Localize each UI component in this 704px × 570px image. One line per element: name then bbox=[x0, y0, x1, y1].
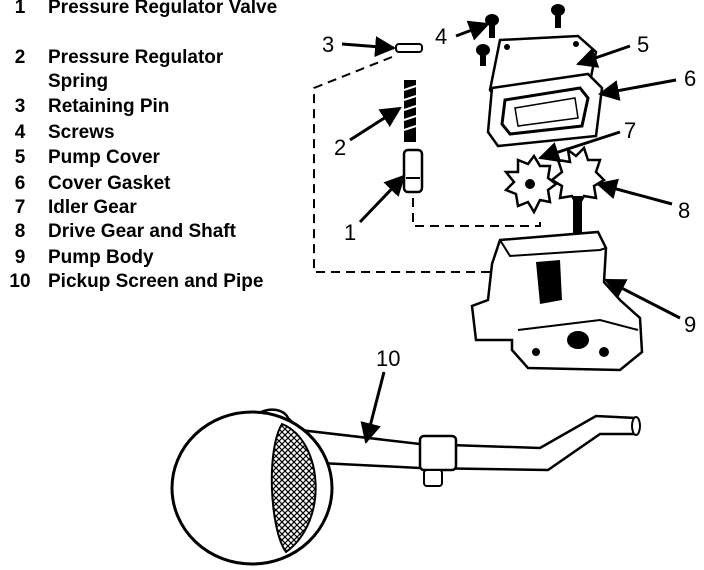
callout-5: 5 bbox=[637, 32, 649, 57]
legend-number: 8 bbox=[14, 221, 26, 242]
legend-number: 4 bbox=[14, 122, 26, 143]
callout-8: 8 bbox=[678, 198, 690, 223]
callout-4: 4 bbox=[435, 24, 447, 49]
pressure-regulator-valve bbox=[402, 148, 424, 194]
cover-gasket bbox=[486, 72, 604, 148]
legend-label: Pressure Regulator Spring bbox=[48, 47, 224, 92]
drive-gear-and-shaft bbox=[549, 145, 607, 236]
callout-6: 6 bbox=[684, 66, 696, 91]
retaining-pin bbox=[395, 43, 423, 53]
legend-number: 9 bbox=[14, 247, 26, 268]
idler-gear bbox=[503, 153, 559, 215]
legend-number: 6 bbox=[14, 173, 26, 194]
legend-label: Pump Cover bbox=[48, 147, 160, 168]
legend-label: Screws bbox=[48, 122, 115, 143]
callout-7: 7 bbox=[624, 118, 636, 143]
callout-1: 1 bbox=[344, 220, 356, 245]
pump-body bbox=[470, 230, 644, 372]
legend-label: Retaining Pin bbox=[48, 96, 170, 117]
legend-label: Drive Gear and Shaft bbox=[48, 221, 236, 242]
legend-number: 7 bbox=[14, 197, 26, 218]
callout-3: 3 bbox=[322, 32, 334, 57]
callout-9: 9 bbox=[684, 312, 696, 337]
callout-labels: 3 4 5 6 7 2 8 1 9 10 bbox=[322, 24, 696, 371]
legend-label: Idler Gear bbox=[48, 197, 137, 218]
legend-label: Pickup Screen and Pipe bbox=[48, 271, 264, 292]
legend-label: Cover Gasket bbox=[48, 173, 171, 194]
pressure-regulator-spring bbox=[403, 80, 417, 142]
legend-label: Pressure Regulator Valve bbox=[48, 0, 278, 18]
callout-10: 10 bbox=[376, 346, 400, 371]
callout-2: 2 bbox=[334, 135, 346, 160]
legend-label: Pump Body bbox=[48, 247, 154, 268]
legend-number: 10 bbox=[9, 271, 31, 292]
legend-number: 1 bbox=[14, 0, 26, 18]
callout-arrows bbox=[341, 20, 681, 445]
legend-number: 5 bbox=[14, 147, 26, 168]
assembly-guide-lines bbox=[313, 56, 541, 273]
pickup-screen-and-pipe bbox=[170, 408, 641, 566]
legend-number: 3 bbox=[14, 96, 26, 117]
legend-number: 2 bbox=[14, 47, 26, 68]
